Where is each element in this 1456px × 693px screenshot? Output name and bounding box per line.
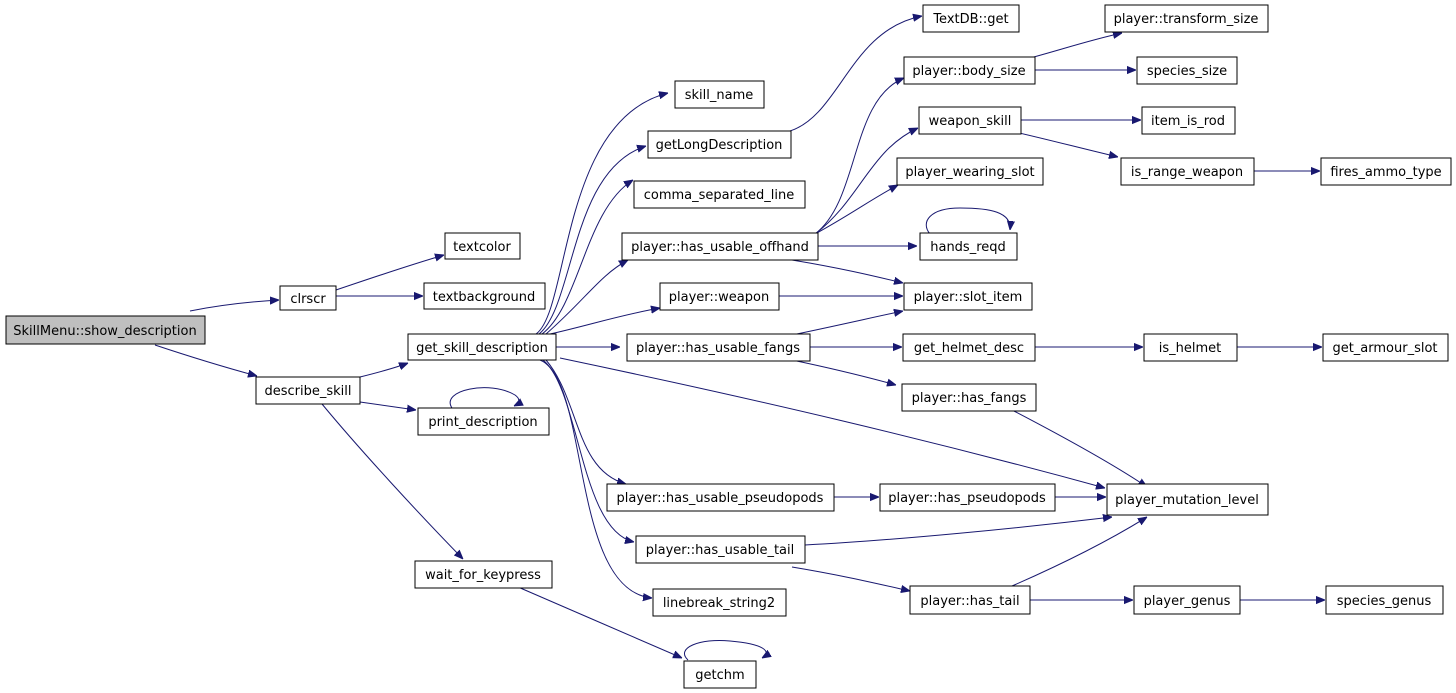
svg-text:player::has_usable_fangs: player::has_usable_fangs <box>636 341 800 356</box>
node-get-armour-slot[interactable]: get_armour_slot <box>1322 333 1449 362</box>
node-has-usable-offhand[interactable]: player::has_usable_offhand <box>621 232 819 261</box>
svg-text:player::has_fangs: player::has_fangs <box>912 391 1027 406</box>
node-describe-skill[interactable]: describe_skill <box>255 376 361 405</box>
node-species-genus[interactable]: species_genus <box>1325 585 1444 615</box>
node-mutation-level[interactable]: player_mutation_level <box>1106 483 1269 516</box>
svg-text:player::has_usable_tail: player::has_usable_tail <box>646 543 795 558</box>
svg-text:is_range_weapon: is_range_weapon <box>1131 165 1243 180</box>
node-print-description[interactable]: print_description <box>417 407 550 436</box>
node-comma-separated-line[interactable]: comma_separated_line <box>633 180 806 209</box>
svg-text:comma_separated_line: comma_separated_line <box>644 188 795 203</box>
svg-text:wait_for_keypress: wait_for_keypress <box>425 568 541 583</box>
svg-text:item_is_rod: item_is_rod <box>1151 114 1225 129</box>
svg-text:TextDB::get: TextDB::get <box>932 12 1008 27</box>
svg-text:player::transform_size: player::transform_size <box>1114 12 1259 27</box>
node-has-tail[interactable]: player::has_tail <box>909 585 1031 615</box>
node-has-fangs[interactable]: player::has_fangs <box>901 383 1037 412</box>
svg-text:player::body_size: player::body_size <box>912 64 1025 79</box>
svg-text:textcolor: textcolor <box>453 240 511 255</box>
svg-text:get_skill_description: get_skill_description <box>416 341 548 356</box>
node-get-skill-description[interactable]: get_skill_description <box>407 333 557 361</box>
svg-text:hands_reqd: hands_reqd <box>930 240 1006 255</box>
node-skill-name[interactable]: skill_name <box>674 80 765 109</box>
node-wait-for-keypress[interactable]: wait_for_keypress <box>414 560 553 589</box>
svg-text:player::has_usable_pseudopods: player::has_usable_pseudopods <box>617 491 824 506</box>
svg-text:SkillMenu::show_description: SkillMenu::show_description <box>13 324 196 339</box>
svg-text:get_helmet_desc: get_helmet_desc <box>914 341 1024 356</box>
node-player-weapon[interactable]: player::weapon <box>659 282 780 311</box>
node-transform-size[interactable]: player::transform_size <box>1104 4 1269 33</box>
svg-text:player_wearing_slot: player_wearing_slot <box>905 165 1034 180</box>
svg-text:getLongDescription: getLongDescription <box>656 138 783 153</box>
svg-text:is_helmet: is_helmet <box>1159 341 1222 356</box>
svg-text:weapon_skill: weapon_skill <box>929 114 1012 129</box>
svg-text:player::has_pseudopods: player::has_pseudopods <box>888 491 1046 506</box>
node-textdb-get[interactable]: TextDB::get <box>922 4 1020 33</box>
node-player-genus[interactable]: player_genus <box>1133 585 1241 615</box>
svg-text:species_size: species_size <box>1147 64 1227 79</box>
node-linebreak-string2[interactable]: linebreak_string2 <box>652 588 787 617</box>
node-species-size[interactable]: species_size <box>1136 56 1238 85</box>
node-textcolor[interactable]: textcolor <box>444 232 521 260</box>
node-has-usable-tail[interactable]: player::has_usable_tail <box>635 535 806 564</box>
svg-text:species_genus: species_genus <box>1337 594 1432 609</box>
svg-text:print_description: print_description <box>428 415 537 430</box>
svg-text:describe_skill: describe_skill <box>264 384 351 399</box>
node-show-description[interactable]: SkillMenu::show_description <box>5 315 206 345</box>
svg-text:get_armour_slot: get_armour_slot <box>1332 341 1437 356</box>
node-has-usable-pseudopods[interactable]: player::has_usable_pseudopods <box>606 483 835 512</box>
svg-text:skill_name: skill_name <box>685 88 754 103</box>
node-getchm[interactable]: getchm <box>683 660 757 689</box>
node-textbackground[interactable]: textbackground <box>423 282 546 310</box>
svg-text:player::slot_item: player::slot_item <box>914 290 1023 305</box>
svg-text:player_mutation_level: player_mutation_level <box>1115 493 1259 508</box>
svg-text:linebreak_string2: linebreak_string2 <box>663 596 775 611</box>
node-has-pseudopods[interactable]: player::has_pseudopods <box>879 483 1056 512</box>
node-is-range-weapon[interactable]: is_range_weapon <box>1120 157 1255 186</box>
node-item-is-rod[interactable]: item_is_rod <box>1141 106 1236 135</box>
node-is-helmet[interactable]: is_helmet <box>1143 333 1238 362</box>
node-fires-ammo-type[interactable]: fires_ammo_type <box>1320 157 1452 186</box>
svg-text:textbackground: textbackground <box>433 290 536 305</box>
node-hands-reqd[interactable]: hands_reqd <box>919 232 1018 261</box>
svg-text:player::weapon: player::weapon <box>669 290 769 305</box>
svg-text:player_genus: player_genus <box>1144 594 1231 609</box>
node-body-size[interactable]: player::body_size <box>903 56 1036 85</box>
node-has-usable-fangs[interactable]: player::has_usable_fangs <box>626 333 811 362</box>
node-slot-item[interactable]: player::slot_item <box>903 282 1033 311</box>
node-weapon-skill[interactable]: weapon_skill <box>918 106 1022 135</box>
node-player-wearing-slot[interactable]: player_wearing_slot <box>896 157 1044 186</box>
graph-edges <box>154 16 1325 661</box>
node-get-helmet-desc[interactable]: get_helmet_desc <box>902 333 1036 362</box>
svg-text:clrscr: clrscr <box>290 292 326 307</box>
svg-text:player::has_usable_offhand: player::has_usable_offhand <box>631 240 809 255</box>
node-getlongdescription[interactable]: getLongDescription <box>647 130 792 159</box>
svg-text:fires_ammo_type: fires_ammo_type <box>1330 165 1441 180</box>
svg-text:player::has_tail: player::has_tail <box>920 594 1019 609</box>
svg-text:getchm: getchm <box>695 668 744 683</box>
node-clrscr[interactable]: clrscr <box>279 285 337 311</box>
